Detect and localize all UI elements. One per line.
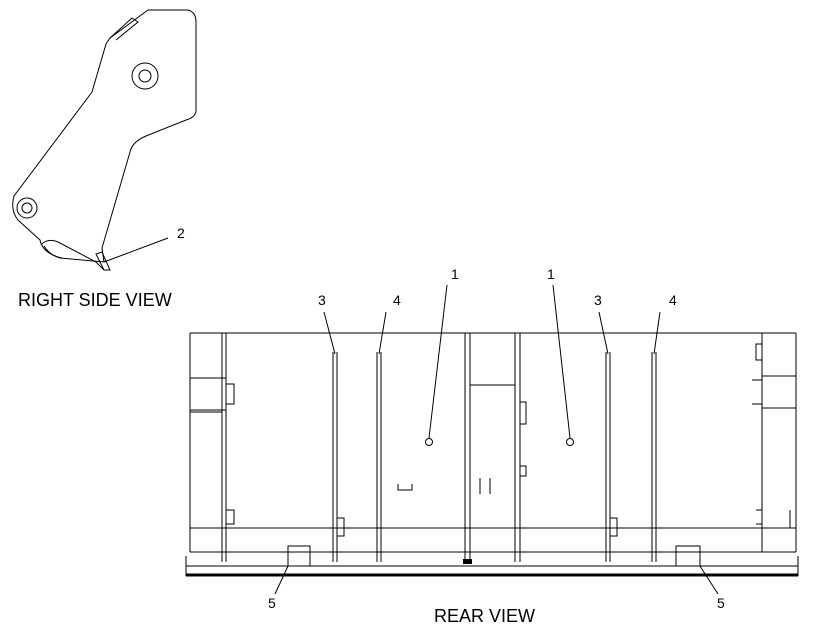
- callout-1-right: 1: [547, 266, 555, 282]
- rear-view-drawing: [185, 332, 799, 577]
- leader-1-right: [552, 284, 571, 439]
- right-side-view-drawing: [12, 9, 197, 271]
- leader-4-left: [378, 311, 387, 355]
- callout-5-right: 5: [717, 595, 725, 611]
- leader-5-right: [699, 565, 719, 595]
- callout-3-left: 3: [318, 292, 326, 308]
- callout-4-right: 4: [669, 292, 677, 308]
- lower-pivot-boss: [16, 197, 38, 219]
- leader-4-right: [653, 311, 661, 355]
- leader-1-left: [428, 284, 448, 439]
- leader-3-left: [323, 311, 336, 355]
- callout-4-left: 4: [393, 292, 401, 308]
- callout-2: 2: [177, 225, 185, 241]
- leader-2: [103, 237, 169, 263]
- mounting-hole: [566, 438, 574, 446]
- callout-5-left: 5: [268, 595, 276, 611]
- upper-pivot-boss: [131, 62, 159, 90]
- right-side-view-title: RIGHT SIDE VIEW: [18, 290, 172, 310]
- leader-5-left: [274, 565, 289, 595]
- mounting-hole: [425, 438, 433, 446]
- callout-1-left: 1: [451, 266, 459, 282]
- leader-3-right: [598, 311, 609, 355]
- rear-view-title: REAR VIEW: [434, 606, 535, 626]
- callout-3-right: 3: [594, 292, 602, 308]
